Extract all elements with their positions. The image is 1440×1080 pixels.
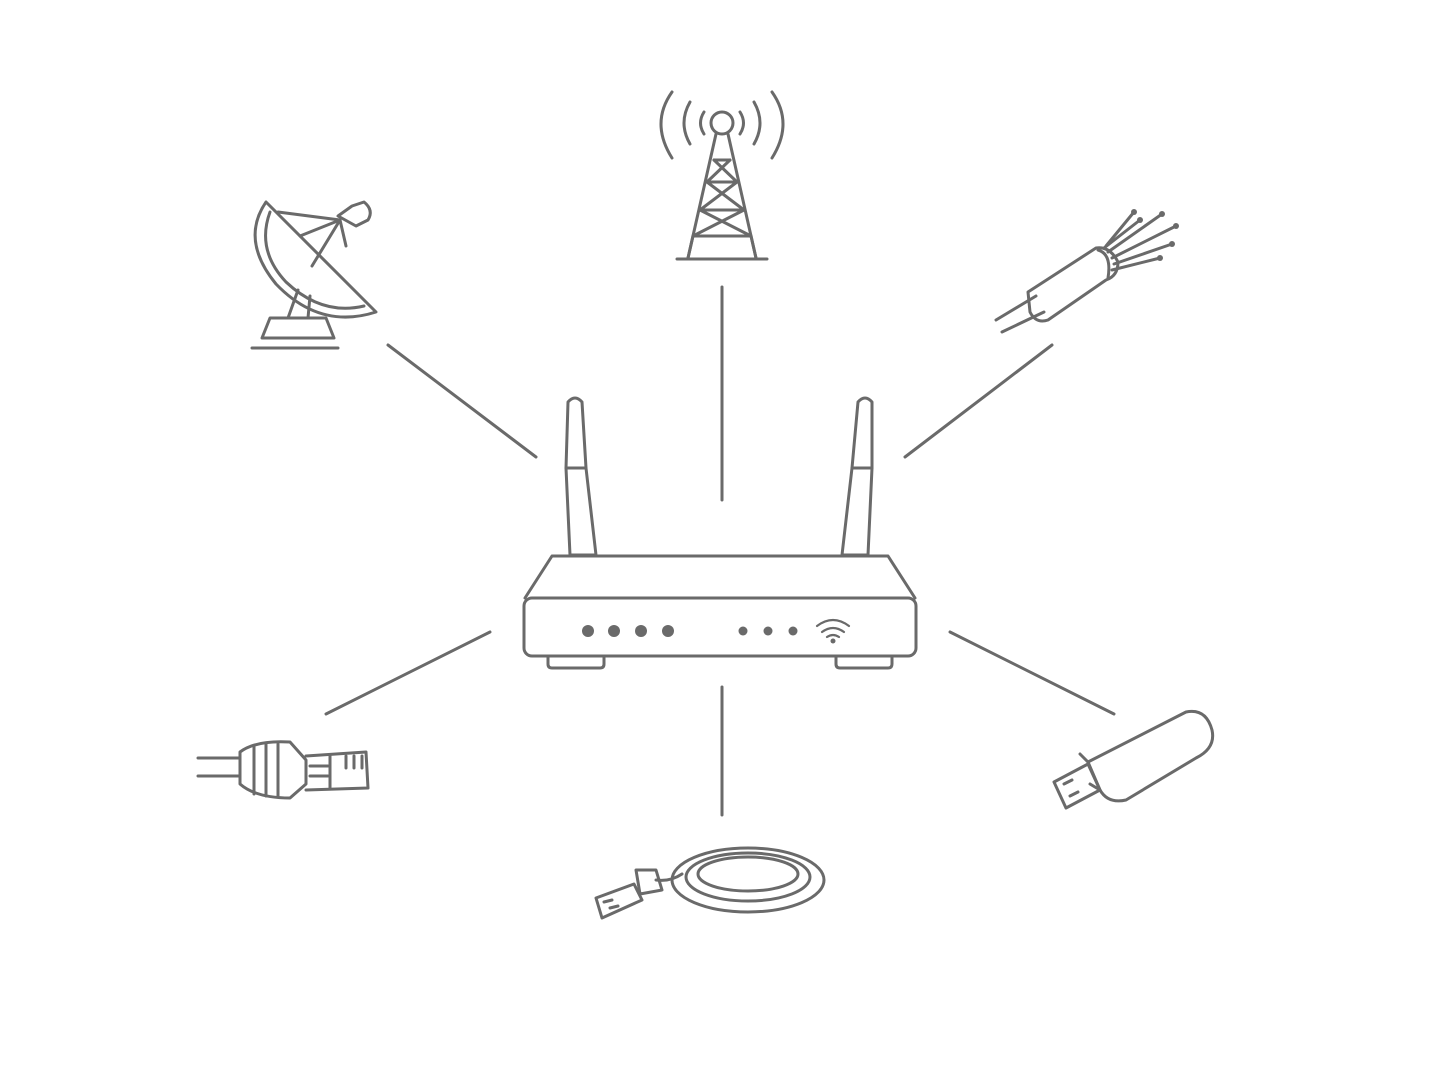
cell-tower-icon: [659, 90, 785, 261]
fiber-optic-icon: [994, 210, 1178, 334]
edge-router-ethernet: [324, 630, 492, 716]
edge-router-usb-modem: [948, 630, 1116, 716]
connector-lines: [324, 285, 1116, 817]
router-icon: [522, 396, 918, 670]
ethernet-plug-icon: [196, 740, 370, 800]
fiber-optic-tips: [1131, 209, 1179, 261]
edge-router-satellite-dish: [386, 343, 538, 459]
coiled-cable-icon: [594, 846, 826, 920]
usb-stick-icon: [1052, 709, 1215, 810]
satellite-dish-icon: [250, 200, 378, 350]
edge-router-fiber-optic: [903, 343, 1054, 459]
router-lights: [582, 625, 836, 644]
